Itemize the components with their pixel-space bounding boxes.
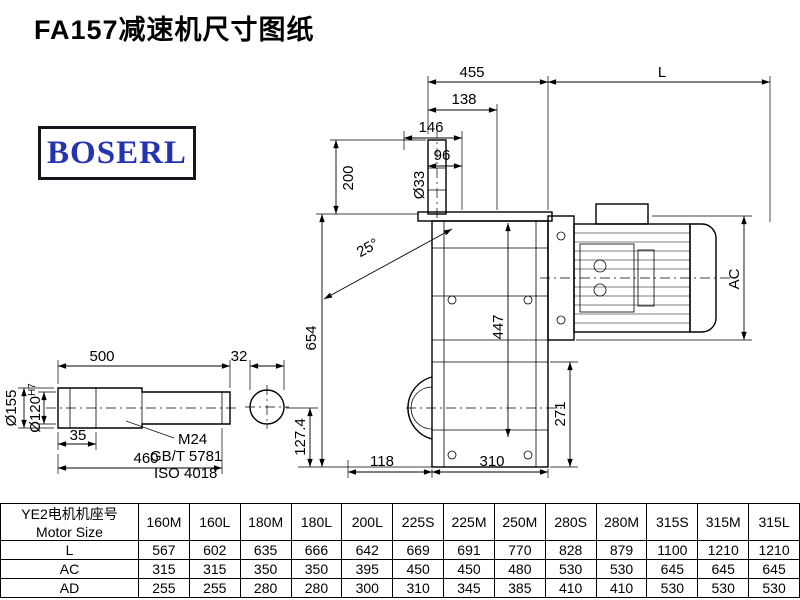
dim-cell: 669 bbox=[392, 540, 445, 560]
column-header-280S: 280S bbox=[544, 503, 597, 541]
column-header-280M: 280M bbox=[595, 503, 648, 541]
dim-cell: 879 bbox=[595, 540, 648, 560]
dim-cell: 350 bbox=[290, 559, 343, 579]
row-label-AD: AD bbox=[0, 578, 139, 598]
logo-text: BOSERL bbox=[47, 134, 187, 171]
dim-cell: 385 bbox=[493, 578, 546, 598]
column-header-180L: 180L bbox=[290, 503, 343, 541]
reducer-main-view: 447 bbox=[406, 128, 562, 468]
dim-cell: 395 bbox=[341, 559, 394, 579]
dim-cell: 770 bbox=[493, 540, 546, 560]
dim-200: 200 bbox=[340, 165, 357, 190]
motor-view bbox=[540, 203, 730, 341]
dim-cell: 645 bbox=[697, 559, 750, 579]
dim-cell: 530 bbox=[595, 559, 648, 579]
dim-cell: 280 bbox=[290, 578, 343, 598]
dim-cell: 350 bbox=[239, 559, 292, 579]
dim-cell: 645 bbox=[646, 559, 699, 579]
bottom-dimensions: 118 310 bbox=[347, 453, 549, 478]
dim-cell: 691 bbox=[443, 540, 495, 560]
dim-cell: 567 bbox=[138, 540, 190, 560]
dim-cell: 280 bbox=[239, 578, 292, 598]
dim-118: 118 bbox=[370, 453, 394, 470]
dim-35: 35 bbox=[70, 427, 87, 444]
dim-cell: 315 bbox=[188, 559, 241, 579]
dim-cell: 828 bbox=[544, 540, 597, 560]
dim-cell: 642 bbox=[341, 540, 394, 560]
dim-447: 447 bbox=[490, 314, 507, 339]
thread-spec-gbt: GB/T 5781 bbox=[150, 448, 222, 465]
dim-654: 654 bbox=[303, 325, 320, 350]
dim-cell: 255 bbox=[188, 578, 241, 598]
column-header-180M: 180M bbox=[239, 503, 292, 541]
dim-271: 271 bbox=[552, 401, 569, 426]
dim-cell: 255 bbox=[138, 578, 190, 598]
column-header-200L: 200L bbox=[341, 503, 394, 541]
column-header-315M: 315M bbox=[697, 503, 750, 541]
dim-cell: 345 bbox=[443, 578, 495, 598]
dim-cell: 1210 bbox=[697, 540, 750, 560]
column-header-225M: 225M bbox=[443, 503, 495, 541]
dim-cell: 1100 bbox=[646, 540, 699, 560]
shaft-end-view: 32 bbox=[231, 348, 289, 429]
dim-25-degrees: 25° bbox=[354, 235, 382, 261]
dim-AC: AC bbox=[726, 268, 743, 289]
thread-spec-iso: ISO 4018 bbox=[154, 465, 217, 482]
column-header-315S: 315S bbox=[646, 503, 699, 541]
dim-127-4: 127.4 bbox=[292, 418, 309, 456]
dim-96: 96 bbox=[434, 147, 451, 164]
dim-cell: 530 bbox=[646, 578, 699, 598]
page-title: FA157减速机尺寸图纸 bbox=[34, 15, 315, 45]
dim-cell: 1210 bbox=[748, 540, 800, 560]
dim-cell: 666 bbox=[290, 540, 343, 560]
dim-cell: 480 bbox=[493, 559, 546, 579]
thread-spec-m24: M24 bbox=[178, 431, 207, 448]
row-label-AC: AC bbox=[0, 559, 139, 579]
dim-cell: 300 bbox=[341, 578, 394, 598]
dim-146: 146 bbox=[418, 119, 443, 136]
output-shaft-view: 500 35 460 Ø155 Ø120H7 M24 GB/T 5781 ISO… bbox=[3, 348, 240, 482]
dim-310: 310 bbox=[479, 453, 504, 470]
dim-cell: 602 bbox=[188, 540, 241, 560]
dim-cell: 635 bbox=[239, 540, 292, 560]
dim-cell: 450 bbox=[392, 559, 445, 579]
dim-138: 138 bbox=[451, 91, 476, 108]
top-dimensions: 455 L 138 146 96 Ø33 bbox=[403, 64, 771, 222]
dim-500: 500 bbox=[89, 348, 114, 365]
dim-cell: 315 bbox=[138, 559, 190, 579]
dim-diameter-33: Ø33 bbox=[411, 171, 428, 199]
column-header-225S: 225S bbox=[392, 503, 445, 541]
column-header-160M: 160M bbox=[138, 503, 190, 541]
dim-cell: 530 bbox=[544, 559, 597, 579]
dim-cell: 530 bbox=[697, 578, 750, 598]
column-header-315L: 315L bbox=[748, 503, 800, 541]
dim-cell: 410 bbox=[544, 578, 597, 598]
technical-drawing: 500 35 460 Ø155 Ø120H7 M24 GB/T 5781 ISO… bbox=[3, 64, 771, 482]
dim-460: 460 bbox=[133, 450, 158, 467]
dim-diameter-120H7: Ø120H7 bbox=[27, 383, 44, 433]
column-header-160L: 160L bbox=[188, 503, 241, 541]
dim-32: 32 bbox=[231, 348, 248, 365]
right-dimensions: AC 271 bbox=[550, 215, 752, 468]
left-dimensions: 200 654 25° bbox=[303, 139, 453, 467]
row-label-L: L bbox=[0, 540, 139, 560]
dim-cell: 310 bbox=[392, 578, 445, 598]
dim-cell: 645 bbox=[748, 559, 800, 579]
dim-diameter-155: Ø155 bbox=[3, 390, 20, 427]
dim-cell: 410 bbox=[595, 578, 648, 598]
height-dimension: 127.4 bbox=[286, 407, 434, 468]
dim-cell: 450 bbox=[443, 559, 495, 579]
dim-L: L bbox=[658, 64, 666, 81]
column-header-250M: 250M bbox=[493, 503, 546, 541]
dim-455: 455 bbox=[459, 64, 484, 81]
boserl-logo: BOSERL bbox=[38, 126, 196, 180]
dim-cell: 530 bbox=[748, 578, 800, 598]
